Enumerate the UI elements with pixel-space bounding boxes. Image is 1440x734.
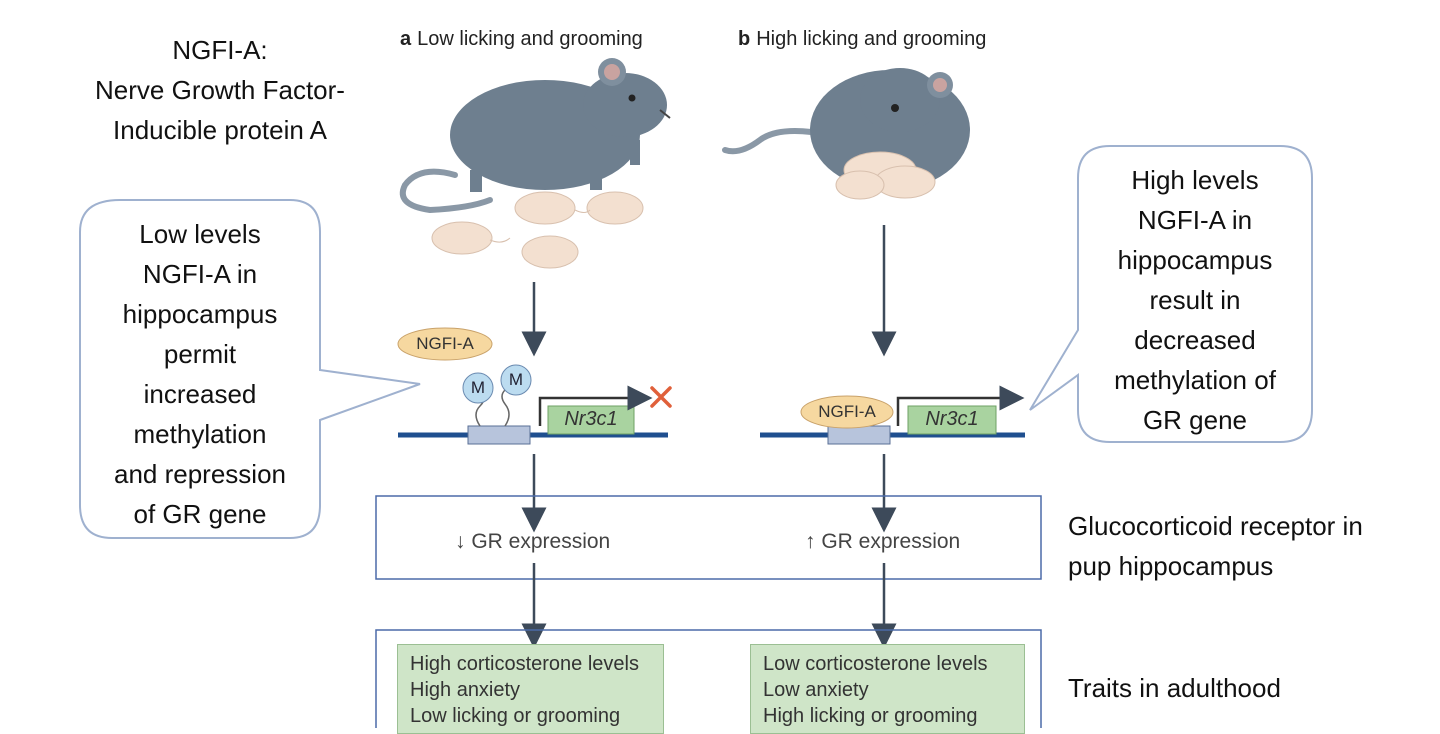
definition-line-3: Inducible protein A (113, 115, 327, 145)
trait-item: High anxiety (410, 679, 521, 701)
callout-left-text: Low levels NGFI-A in hippocampus permit … (80, 214, 320, 534)
callout-left-line: and repression (114, 459, 286, 489)
callout-left-bubble (79, 199, 421, 539)
callout-right-line: hippocampus (1117, 245, 1273, 275)
callout-right-line: methylation of (1114, 365, 1276, 395)
callout-left-line: of GR gene (133, 499, 267, 529)
traits-box-a: High corticosterone levels High anxiety … (397, 644, 664, 734)
methyl-label-1: M (470, 378, 486, 397)
definition-line-1: NGFI-A: (172, 35, 268, 65)
row-label-expression-line-2: pup hippocampus (1068, 551, 1274, 581)
rat-high-grooming-illustration (722, 68, 970, 200)
cross-mark-icon (650, 386, 672, 408)
pups-scattered-illustration (431, 191, 644, 269)
trait-item: Low anxiety (763, 679, 869, 701)
rat-low-grooming-illustration (399, 58, 671, 214)
callout-left-line: methylation (133, 419, 267, 449)
panel-b-title-text: High licking and grooming (756, 28, 987, 50)
ngfi-a-oval-b (800, 395, 894, 429)
row-label-traits: Traits in adulthood (1068, 673, 1281, 703)
gene-diagram-a (397, 327, 672, 445)
row-label-expression-line-1: Glucocorticoid receptor in (1068, 511, 1363, 541)
callout-left-line: Low levels (139, 219, 261, 249)
panel-a-letter: a (400, 28, 412, 50)
callout-right-line: decreased (1134, 325, 1256, 355)
callout-right-line: result in (1149, 285, 1241, 315)
gene-diagram-b (760, 385, 1025, 445)
callout-right-bubble (1029, 145, 1313, 443)
expression-frame (375, 495, 1042, 580)
ngfi-a-label-a: NGFI-A (416, 334, 474, 353)
row-label-expression: Glucocorticoid receptor in pup hippocamp… (1068, 506, 1363, 586)
methyl-label-2: M (508, 370, 524, 389)
trait-item: Low licking or grooming (410, 705, 621, 727)
callout-right-line: NGFI-A in (1137, 205, 1253, 235)
definition-line-2: Nerve Growth Factor- (95, 75, 345, 105)
traits-frame (375, 629, 1042, 728)
gene-label-a: Nr3c1 (564, 408, 618, 430)
panel-b-letter: b (738, 28, 751, 50)
trait-item: High licking or grooming (763, 705, 978, 727)
callout-right-line: High levels (1131, 165, 1259, 195)
callout-right-text: High levels NGFI-A in hippocampus result… (1078, 160, 1312, 440)
trait-item: Low corticosterone levels (763, 653, 988, 675)
trait-item: High corticosterone levels (410, 653, 639, 675)
expression-b: ↑ GR expression (805, 530, 961, 553)
callout-right-line: GR gene (1142, 405, 1248, 435)
callout-left-line: NGFI-A in (142, 259, 258, 289)
methyl-group-1 (462, 372, 494, 404)
ngfi-a-label-b: NGFI-A (818, 402, 876, 421)
gene-label-b: Nr3c1 (925, 408, 979, 430)
ngfi-a-oval-a (397, 327, 493, 361)
methyl-group-2 (500, 364, 532, 396)
ngfi-a-definition: NGFI-A: Nerve Growth Factor- Inducible p… (60, 30, 380, 150)
callout-left-line: increased (143, 379, 257, 409)
callout-left-line: hippocampus (122, 299, 278, 329)
callout-left-line: permit (163, 339, 237, 369)
expression-a: ↓ GR expression (455, 530, 611, 553)
panel-a-title-text: Low licking and grooming (417, 28, 643, 50)
traits-box-b: Low corticosterone levels Low anxiety Hi… (750, 644, 1025, 734)
